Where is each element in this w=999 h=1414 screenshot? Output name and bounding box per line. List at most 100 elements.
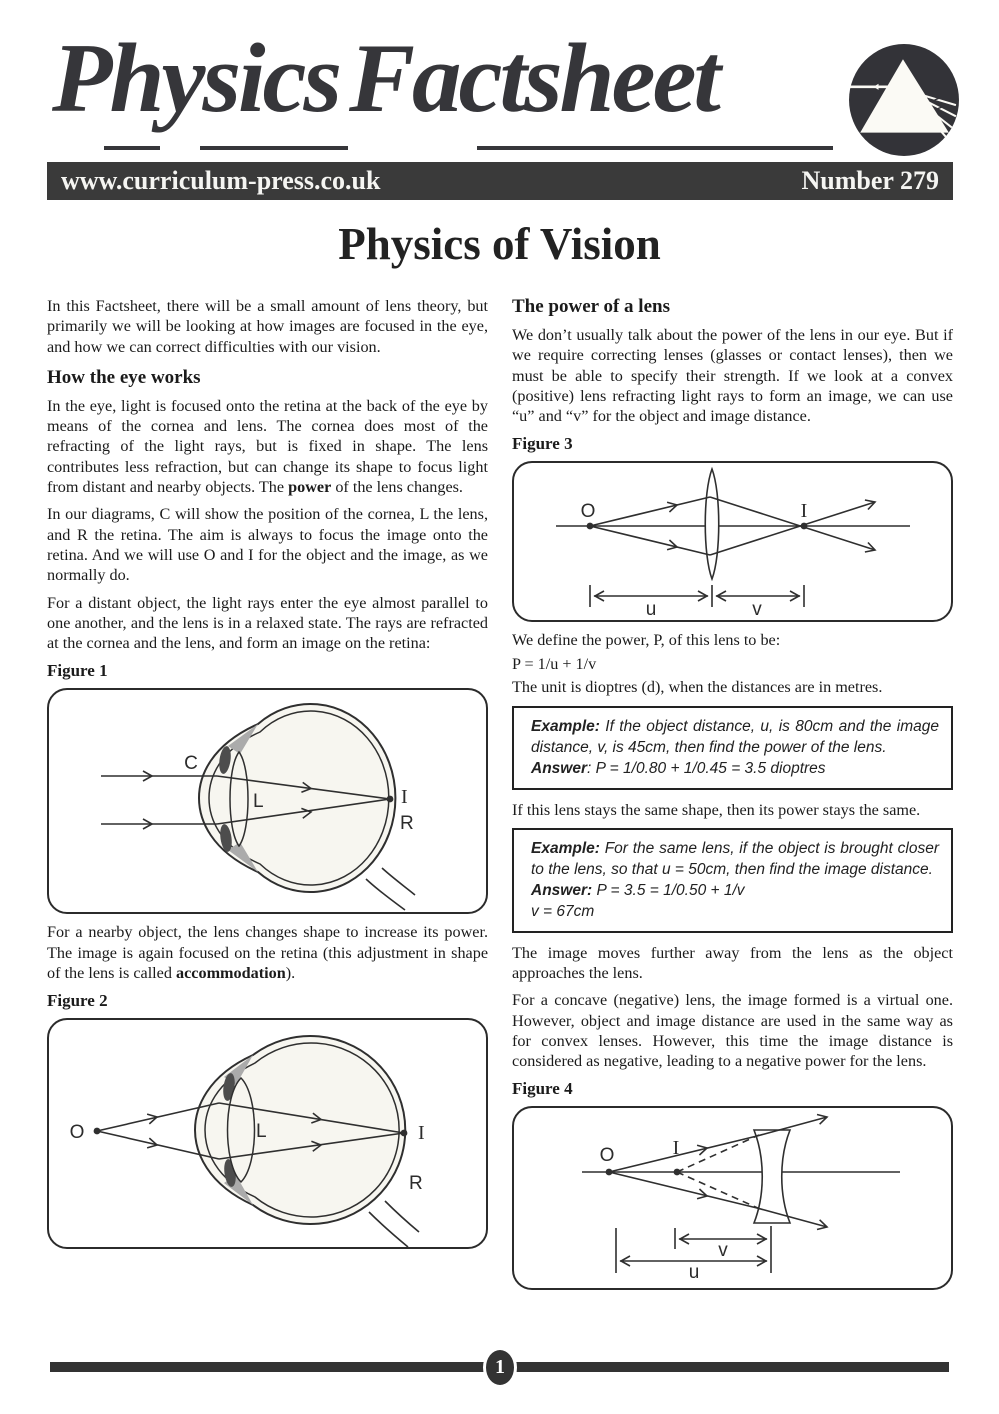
light-ray [589,496,711,528]
website-url: www.curriculum-press.co.uk [61,166,381,195]
figure4-caption: Figure 4 [512,1079,573,1099]
object-point [586,523,594,530]
light-ray [218,1132,405,1161]
image-distance-label: v [752,599,762,620]
virtual-image-point [673,1169,681,1176]
example-text: For the same lens, if the object is brou… [531,839,939,878]
object-point [605,1169,613,1176]
optic-nerve [381,867,416,897]
image-label: I [401,786,408,808]
marker-arrowhead [789,590,801,603]
image-distance-label: v [718,1240,728,1261]
distance-markers [615,1226,772,1274]
paragraph-eye-focusing: In the eye, light is focused onto the re… [47,396,488,497]
figure2-box: O L I R [47,1018,488,1250]
light-ray [589,525,711,557]
left-column: In this Factsheet, there will be a small… [47,296,488,1257]
section-heading-how-the-eye-works: How the eye works [47,366,201,388]
answer-label: Answer: [531,881,593,899]
section-heading-power-of-lens: The power of a lens [512,296,670,317]
eyeball-outer-outline [193,1035,407,1226]
image-point [386,796,394,803]
example2-question: Example: For the same lens, if the objec… [531,838,939,880]
image-label: I [801,500,808,522]
object-distance-label: u [689,1262,700,1283]
figure3-convex-lens-diagram: O I u v [556,467,910,620]
ray-arrowhead [666,539,679,551]
figure1-box: C L I R [47,688,488,915]
eyeball-outer-outline [197,703,397,894]
sclera-shading [228,724,258,755]
example-text: If the object distance, u, is 80cm and t… [531,718,939,757]
ray-arrowhead [311,1112,323,1125]
brand-underline [104,146,160,150]
image-label: I [418,1122,425,1144]
brand-underline [200,146,348,150]
answer-text: : P = 1/0.80 + 1/0.45 = 3.5 dioptres [587,760,826,778]
light-ray [608,1116,828,1174]
answer-label: Answer [531,760,587,778]
figure4-concave-lens-diagram: O I v u [582,1114,900,1283]
ray-arrowhead [864,542,877,554]
answer-text: P = 3.5 = 1/0.50 + 1/v [592,881,745,899]
bold-term-accommodation: accommodation [176,964,286,983]
intro-paragraph: In this Factsheet, there will be a small… [47,297,488,356]
convex-lens [704,467,720,582]
example2-answer: Answer: P = 3.5 = 1/0.50 + 1/v [531,880,939,901]
eyeball-inner-outline [204,1042,400,1219]
power-definition-line: We define the power, P, of this lens to … [512,631,781,650]
object-label: O [600,1145,615,1166]
ray-arrowhead [301,782,313,794]
paragraph-diagram-key: In our diagrams, C will show the positio… [47,505,488,585]
distance-markers [589,585,805,608]
retina-label: R [400,813,414,834]
virtual-ray-dashed [676,1171,761,1211]
marker-arrowhead [697,590,709,603]
figure2-caption: Figure 2 [47,991,108,1011]
marker-arrowhead [619,1255,631,1268]
dioptres-unit-line: The unit is dioptres (d), when the dista… [512,678,883,697]
paragraph-text: ). [285,964,296,983]
concave-lens [752,1129,792,1225]
eye-lens [229,751,249,848]
example1-question: Example: If the object distance, u, is 8… [531,716,939,758]
paragraph-image-moves: The image moves further away from the le… [512,943,953,982]
paragraph-text: In the eye, light is focused onto the re… [47,396,488,497]
cornea-label: C [184,753,198,774]
light-ray [218,1102,405,1135]
power-formula: P = 1/u + 1/v [512,654,597,673]
example1-answer: Answer: P = 1/0.80 + 1/0.45 = 3.5 dioptr… [531,758,939,779]
figure2-eye-diagram: O L I R [70,1035,425,1248]
ray-arrowhead [666,501,679,514]
ray-arrowhead [146,1113,159,1125]
figure4-box: O I v u [512,1106,953,1291]
header-bar: www.curriculum-press.co.uk Number 279 [47,162,953,200]
paragraph-same-shape: If this lens stays the same shape, then … [512,801,921,820]
marker-arrowhead [593,590,605,603]
optic-nerve [384,1200,420,1233]
paragraph-lens-power: We don’t usually talk about the power of… [512,326,953,426]
paragraph-concave-lens: For a concave (negative) lens, the image… [512,991,953,1071]
sclera-shading [228,842,258,873]
paragraph-distant-object: For a distant object, the light rays ent… [47,593,488,653]
ray-arrowhead [301,808,313,820]
light-ray [216,775,391,801]
eyeball-inner-outline [208,710,390,887]
light-ray [608,1171,828,1229]
brand-physics: Physics [52,24,342,133]
prism-logo-icon [849,44,959,156]
figure1-eye-diagram: C L I R [101,703,416,912]
light-ray [709,496,876,552]
image-label: I [673,1137,680,1159]
retina-label: R [409,1173,423,1194]
image-point [800,523,808,530]
ray-arrowhead [816,1114,829,1126]
marker-arrowhead [756,1255,768,1268]
example-box-1: Example: If the object distance, u, is 8… [512,706,953,791]
ray-arrowhead [142,770,154,783]
object-distance-label: u [646,599,657,620]
optic-nerve [368,1211,409,1248]
ray-arrowhead [696,1144,709,1157]
example-label: Example: [531,839,600,857]
